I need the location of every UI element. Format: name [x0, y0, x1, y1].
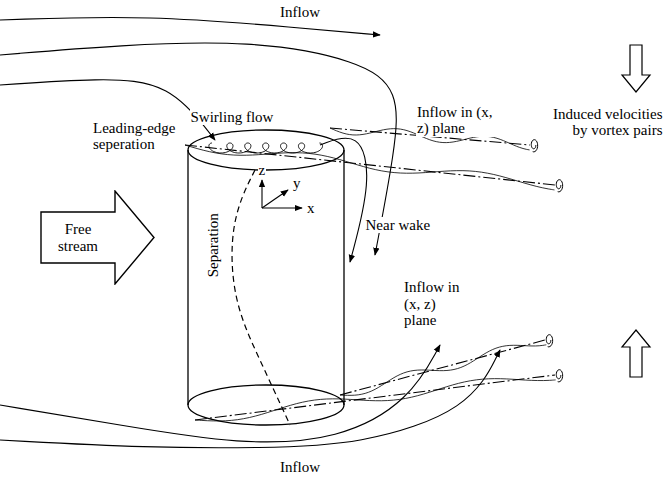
cylinder — [188, 130, 344, 425]
arrow-label: Free stream — [48, 221, 108, 254]
flow-label: Inflow in (x, z) plane — [416, 104, 498, 137]
cylinder-side — [187, 150, 188, 405]
flow-label: Leading-edge seperation — [92, 120, 184, 153]
vortex-axis — [185, 145, 555, 185]
streamline — [0, 18, 380, 35]
flow-label: Induced velocities by vortex pairs — [537, 106, 664, 139]
swirl-line — [209, 143, 323, 153]
induced-velocity-arrows — [622, 45, 650, 377]
flow-label: Inflow in (x, z) plane — [403, 279, 467, 329]
streamline — [0, 345, 440, 442]
hollow-arrow-up — [622, 330, 650, 377]
coordinate-axis — [262, 190, 288, 208]
axis-label: z — [258, 162, 267, 179]
vortex-axis — [340, 340, 545, 395]
axis-label: y — [292, 175, 302, 192]
hollow-arrow-down — [622, 45, 650, 92]
region-label: Near wake — [365, 217, 432, 234]
coordinate-axis — [262, 207, 302, 208]
vortex-curl — [546, 335, 552, 347]
flow-label: Inflow — [279, 459, 321, 476]
coordinate-axis — [261, 180, 262, 208]
flow-label: Swirling flow — [190, 109, 275, 126]
vortex-curl — [531, 140, 537, 152]
vortex-curl — [556, 370, 562, 382]
cylinder-side — [343, 150, 344, 405]
block-arrow: Free stream — [40, 190, 155, 285]
flow-label: Inflow — [279, 4, 321, 21]
vortex-axis — [195, 375, 555, 420]
vortex-curl — [556, 180, 562, 192]
streamline — [0, 350, 500, 448]
cylinder-base — [188, 385, 344, 425]
flow-label: Separation — [205, 212, 222, 278]
vortex-line — [340, 345, 546, 396]
vortex-line — [195, 379, 556, 421]
vortex-line — [185, 145, 554, 190]
axis-label: x — [306, 200, 316, 217]
